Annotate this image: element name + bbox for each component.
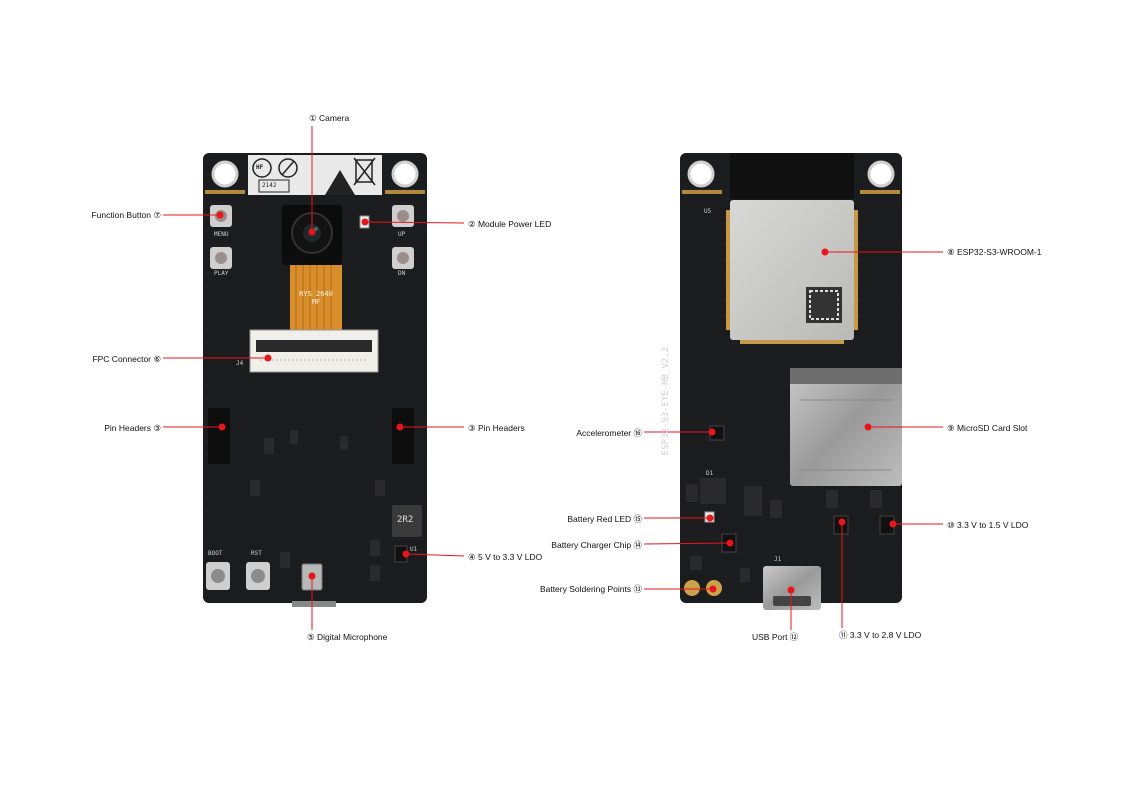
silk-inductor: 2R2: [397, 515, 414, 525]
usb-port-opening: [773, 596, 811, 606]
weee-cross-b: [353, 157, 376, 186]
front-gold-edge-right: [385, 190, 425, 194]
silk-boot: BOOT: [208, 550, 223, 557]
leader-module-power-led: [364, 221, 465, 224]
label-function-button: Function Button ⑦: [91, 210, 161, 220]
front-passives: [250, 430, 385, 581]
label-pin-headers-right: ③ Pin Headers: [468, 423, 525, 433]
front-label-area: [248, 155, 382, 195]
front-board: [203, 153, 427, 607]
front-buttons: [206, 205, 414, 590]
label-accelerometer: Accelerometer ⑯: [576, 428, 642, 438]
marker-ldo-5v-3v3: [402, 550, 410, 558]
silk-j4: J4: [236, 360, 244, 367]
label-microsd-slot: ⑨ MicroSD Card Slot: [947, 423, 1028, 433]
back-gold-edge-left: [682, 190, 722, 194]
microsd-slot: [790, 368, 902, 486]
marker-digital-microphone: [308, 572, 316, 580]
marker-usb-port: [787, 586, 795, 594]
module-castellations: [726, 210, 858, 344]
flex-cable-lines: [295, 265, 332, 335]
silk-d1: D1: [706, 470, 714, 477]
pin-header-left: [208, 408, 230, 464]
leader-battery-charger-chip: [643, 542, 731, 545]
callout-leaders: [163, 126, 943, 630]
front-mount-hole-left: [211, 160, 239, 188]
silk-hf: HF: [256, 164, 264, 171]
silk-up: UP: [398, 231, 406, 238]
label-battery-soldering-points: Battery Soldering Points ⑬: [539, 584, 642, 594]
back-board: [680, 153, 902, 610]
silk-j1: J1: [774, 556, 782, 563]
module-qr-code: [806, 287, 842, 323]
front-mount-hole-right: [391, 160, 419, 188]
microsd-slot-opening: [790, 368, 902, 384]
inductor-2r2: [392, 505, 422, 537]
back-mount-hole-right: [867, 160, 895, 188]
fpc-connector-latch: [256, 340, 372, 352]
silk-rst: RST: [251, 550, 262, 557]
marker-battery-soldering-points: [709, 585, 717, 593]
marker-pin-headers-right: [396, 423, 404, 431]
marker-battery-red-led: [706, 514, 714, 522]
marker-pin-headers-left: [218, 423, 226, 431]
marker-microsd-slot: [864, 423, 872, 431]
back-gold-edge-right: [860, 190, 900, 194]
silk-u1: U1: [410, 546, 418, 553]
front-bottom-tab: [292, 601, 336, 607]
silk-play: PLAY: [214, 270, 229, 277]
marker-ldo-3v3-2v8: [838, 518, 846, 526]
label-ldo-5v-3v3: ④ 5 V to 3.3 V LDO: [468, 552, 543, 562]
pb-free-logo: [278, 158, 298, 178]
marker-function-button: [216, 211, 224, 219]
label-battery-charger-chip: Battery Charger Chip ⑭: [551, 540, 642, 550]
module-qr-inner: [809, 290, 839, 320]
front-gold-edge-left: [205, 190, 245, 194]
silk-u5: U5: [704, 208, 712, 215]
hf-logo: [252, 158, 272, 178]
battery-pad-negative: [684, 580, 700, 596]
module-antenna: [730, 153, 854, 199]
marker-accelerometer: [708, 428, 716, 436]
marker-ldo-3v3-1v5: [889, 520, 897, 528]
marker-fpc-connector: [264, 354, 272, 362]
label-usb-port: USB Port ⑫: [752, 632, 799, 642]
label-ldo-3v3-1v5: ⑩ 3.3 V to 1.5 V LDO: [947, 520, 1029, 530]
silk-board-name: ESP32-S3-EYE-MB_V2.2: [661, 346, 672, 456]
silk-date-code: 2142: [262, 182, 277, 189]
camera-lens-glint: [314, 227, 318, 231]
pb-free-strike: [281, 160, 295, 176]
camera-flex-cable: [290, 265, 342, 335]
silk-fpc-sensor: RYS 2640 MF: [299, 290, 333, 306]
back-mount-hole-left: [687, 160, 715, 188]
label-module: ⑧ ESP32-S3-WROOM-1: [947, 247, 1042, 257]
microsd-slot-ridges: [800, 399, 892, 471]
marker-battery-charger-chip: [726, 539, 734, 547]
label-fpc-connector: FPC Connector ⑥: [92, 354, 161, 364]
label-battery-red-led: Battery Red LED ⑮: [567, 514, 642, 524]
label-module-power-led: ② Module Power LED: [468, 219, 552, 229]
pin-header-right: [392, 408, 414, 464]
silk-menu: MENU: [214, 231, 229, 238]
silk-dn: DN: [398, 270, 406, 277]
marker-module-power-led: [361, 218, 369, 226]
esd-warning-icon: [325, 170, 355, 195]
weee-icon: [355, 159, 373, 183]
marker-camera: [308, 228, 316, 236]
date-code-box: [258, 179, 290, 193]
label-ldo-3v3-2v8: ⑪ 3.3 V to 2.8 V LDO: [839, 630, 922, 640]
label-camera: ① Camera: [309, 113, 350, 123]
back-passives: [686, 478, 882, 582]
leader-ldo-5v-3v3: [405, 553, 465, 557]
label-digital-microphone: ⑤ Digital Microphone: [307, 632, 388, 642]
marker-module: [821, 248, 829, 256]
label-pin-headers-left: Pin Headers ③: [104, 423, 161, 433]
